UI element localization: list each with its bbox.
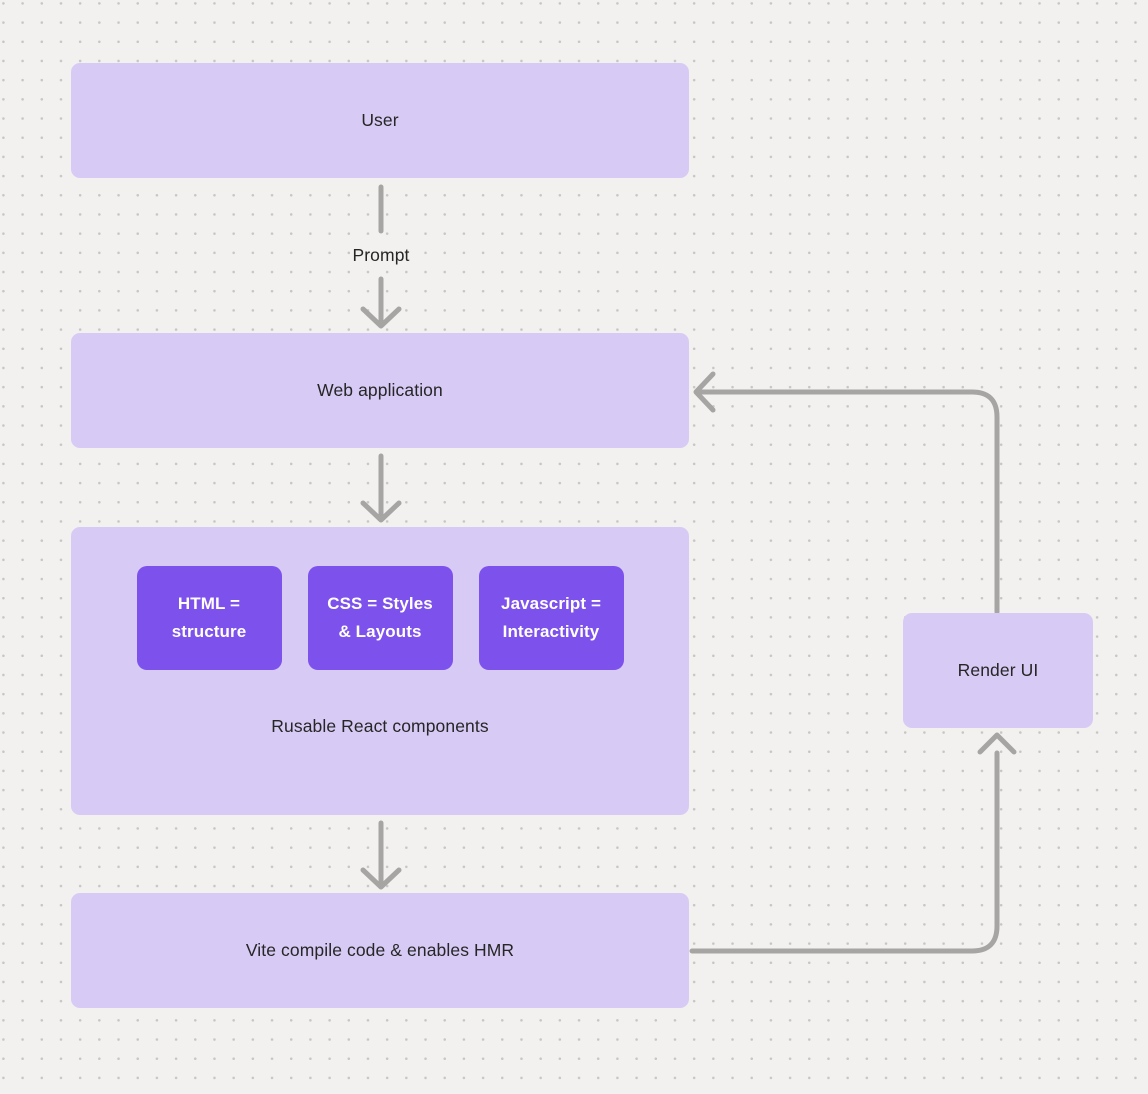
arrow-components-to-vite	[360, 820, 402, 890]
arrow-webapp-to-components	[360, 453, 402, 523]
components-group-caption: Rusable React components	[271, 716, 489, 736]
node-css-label: CSS = Styles & Layouts	[327, 593, 433, 641]
node-components-group[interactable]: HTML = structure CSS = Styles & Layouts …	[71, 527, 689, 815]
node-web-application[interactable]: Web application	[71, 333, 689, 448]
node-web-application-label: Web application	[317, 380, 443, 400]
node-css[interactable]: CSS = Styles & Layouts	[307, 566, 453, 670]
node-render-ui[interactable]: Render UI	[903, 613, 1093, 728]
node-user[interactable]: User	[71, 63, 689, 178]
node-javascript[interactable]: Javascript = Interactivity	[478, 566, 624, 670]
node-vite[interactable]: Vite compile code & enables HMR	[71, 893, 689, 1008]
components-row: HTML = structure CSS = Styles & Layouts …	[71, 566, 689, 670]
arrow-vite-to-render-ui	[689, 732, 1017, 954]
arrow-prompt-to-webapp	[360, 276, 402, 329]
node-html-label: HTML = structure	[171, 593, 247, 641]
arrow-render-ui-to-webapp	[693, 371, 1000, 615]
node-user-label: User	[361, 110, 399, 130]
node-render-ui-label: Render UI	[957, 660, 1039, 680]
node-html[interactable]: HTML = structure	[136, 566, 282, 670]
edge-label-prompt: Prompt	[352, 245, 410, 265]
node-javascript-label: Javascript = Interactivity	[501, 593, 601, 641]
node-vite-label: Vite compile code & enables HMR	[245, 940, 515, 960]
